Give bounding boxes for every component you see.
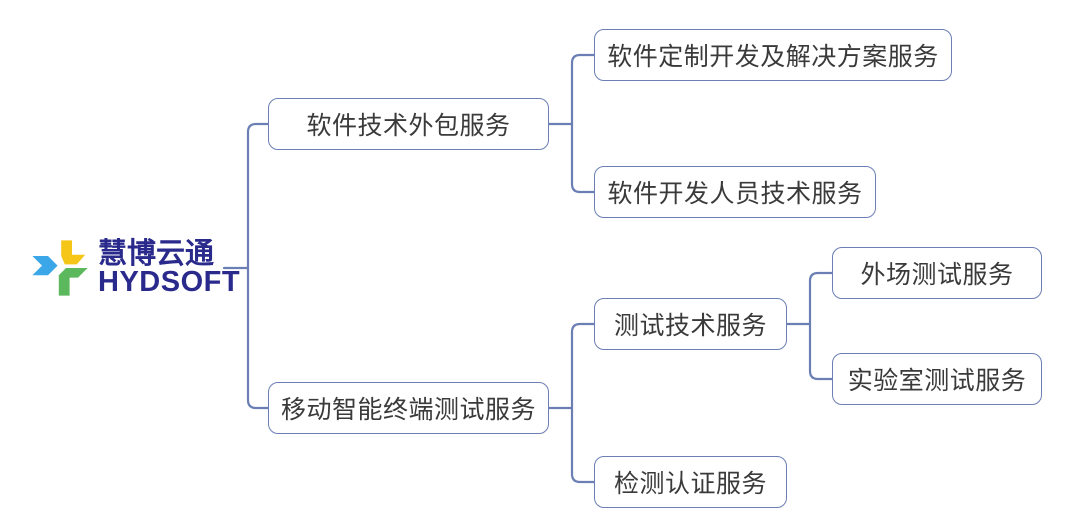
- brand-name-en: HYDSOFT: [98, 266, 241, 298]
- node-lab-testing-service[interactable]: 实验室测试服务: [832, 353, 1042, 405]
- node-mobile-terminal-testing[interactable]: 移动智能终端测试服务: [268, 382, 549, 434]
- node-field-testing-service[interactable]: 外场测试服务: [832, 247, 1042, 299]
- node-developer-tech-service[interactable]: 软件开发人员技术服务: [594, 166, 876, 218]
- wire-root-trunk: [246, 122, 270, 410]
- node-software-outsourcing[interactable]: 软件技术外包服务: [268, 98, 549, 150]
- wire-b2-split: [570, 322, 596, 484]
- node-custom-dev-solution[interactable]: 软件定制开发及解决方案服务: [594, 29, 952, 81]
- brand-name-cn: 慧博云通: [98, 236, 215, 270]
- brand-text: 慧博云通 HYDSOFT: [98, 239, 240, 297]
- node-inspection-certification[interactable]: 检测认证服务: [594, 456, 787, 508]
- root-logo: 慧博云通 HYDSOFT: [30, 238, 240, 298]
- node-testing-tech-service[interactable]: 测试技术服务: [594, 298, 787, 350]
- wire-b21-split: [808, 271, 834, 381]
- wire-b1-split: [570, 53, 596, 194]
- hydsoft-mark-icon: [32, 240, 88, 296]
